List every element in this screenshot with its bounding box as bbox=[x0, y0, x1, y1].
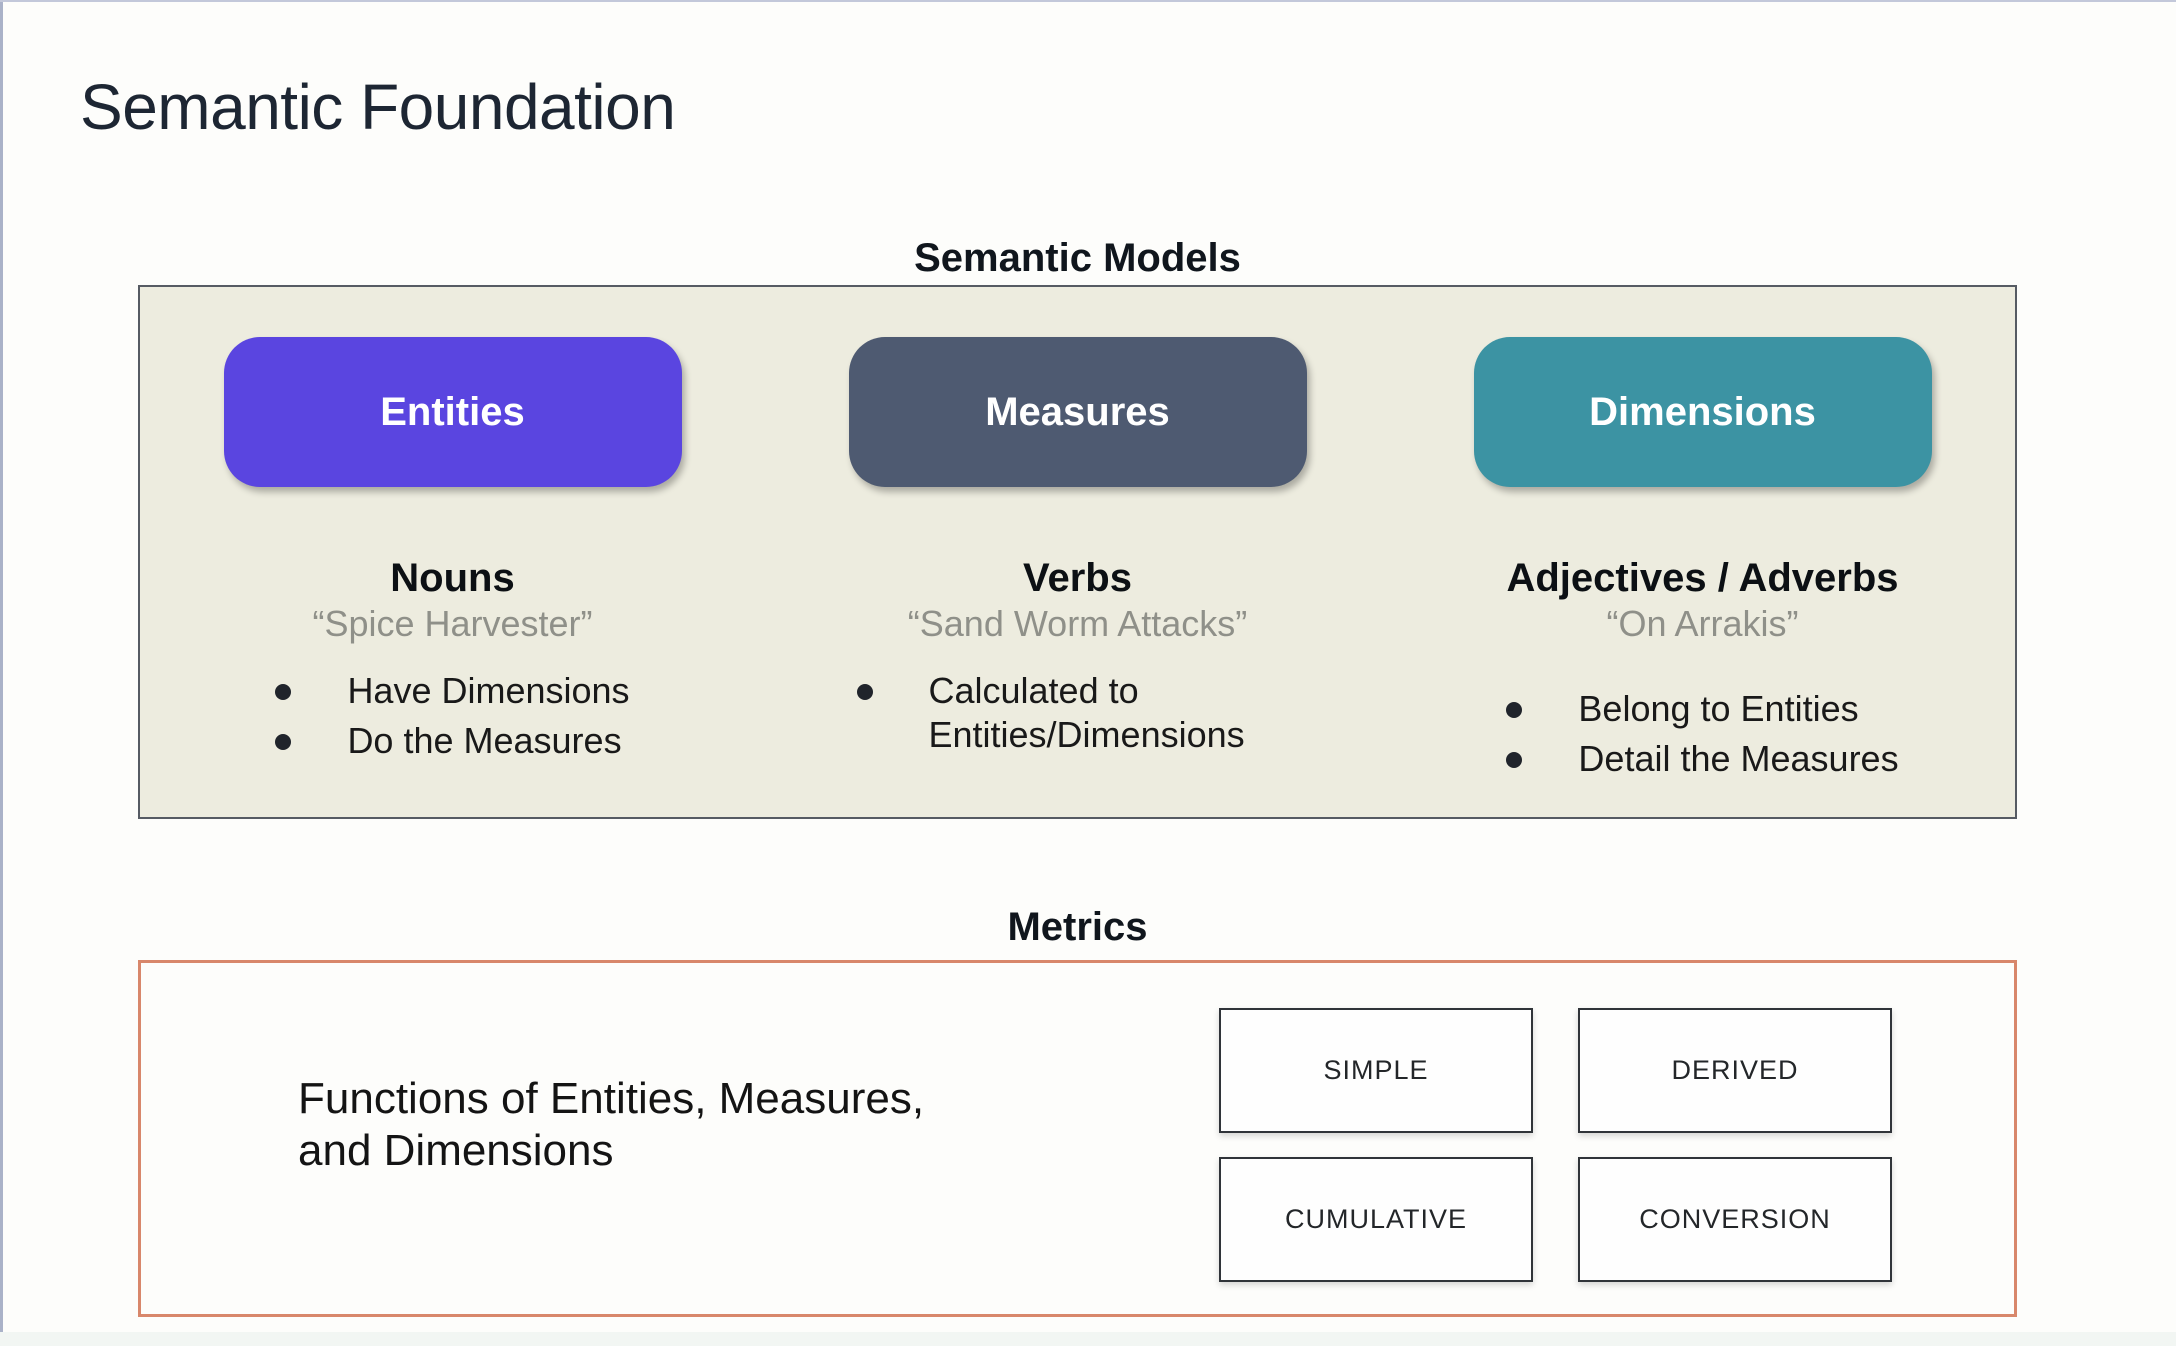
entities-quote: “Spice Harvester” bbox=[312, 603, 593, 644]
dimensions-quote: “On Arrakis” bbox=[1606, 603, 1799, 644]
list-item: Do the Measures bbox=[275, 719, 629, 763]
metrics-heading: Metrics bbox=[1007, 905, 1148, 949]
dimensions-pill: Dimensions bbox=[1473, 337, 1932, 487]
metrics-description: Functions of Entities, Measures, and Dim… bbox=[298, 1074, 925, 1175]
window-left-border bbox=[0, 2, 3, 1346]
metrics-panel: Functions of Entities, Measures, and Dim… bbox=[138, 960, 2017, 1317]
metric-type-conversion: CONVERSION bbox=[1578, 1157, 1892, 1282]
bullet-icon bbox=[1506, 752, 1523, 768]
list-item: Detail the Measures bbox=[1506, 737, 1899, 781]
list-item: Belong to Entities bbox=[1506, 687, 1898, 731]
bullet-icon bbox=[275, 734, 292, 750]
list-item: Calculated to Entities/Dimensions bbox=[856, 669, 1299, 757]
page-title: Semantic Foundation bbox=[80, 71, 676, 143]
bullet-icon bbox=[856, 684, 873, 700]
entities-column: Entities Nouns “Spice Harvester” Have Di… bbox=[140, 287, 765, 817]
measures-bullet-list: Calculated to Entities/Dimensions bbox=[856, 669, 1299, 757]
entities-bullet-list: Have Dimensions Do the Measures bbox=[275, 669, 630, 763]
measures-subheading: Verbs bbox=[1023, 556, 1132, 600]
semantic-models-heading: Semantic Models bbox=[914, 236, 1241, 280]
bullet-icon bbox=[1506, 702, 1523, 718]
dimensions-column: Dimensions Adjectives / Adverbs “On Arra… bbox=[1390, 287, 2015, 817]
metric-type-simple: SIMPLE bbox=[1219, 1008, 1533, 1133]
dimensions-bullet-list: Belong to Entities Detail the Measures bbox=[1506, 687, 1899, 781]
metric-type-cumulative: CUMULATIVE bbox=[1219, 1157, 1533, 1282]
metric-types-grid: SIMPLE DERIVED CUMULATIVE CONVERSION bbox=[1219, 1008, 1892, 1282]
measures-column: Measures Verbs “Sand Worm Attacks” Calcu… bbox=[765, 287, 1390, 817]
measures-quote: “Sand Worm Attacks” bbox=[907, 603, 1248, 644]
bullet-icon bbox=[275, 684, 292, 700]
entities-subheading: Nouns bbox=[390, 556, 515, 600]
list-item: Have Dimensions bbox=[275, 669, 630, 713]
entities-pill: Entities bbox=[223, 337, 682, 487]
bottom-strip bbox=[0, 1332, 2176, 1346]
metric-type-derived: DERIVED bbox=[1578, 1008, 1892, 1133]
semantic-models-panel: Entities Nouns “Spice Harvester” Have Di… bbox=[138, 285, 2017, 819]
measures-pill: Measures bbox=[848, 337, 1307, 487]
dimensions-subheading: Adjectives / Adverbs bbox=[1506, 556, 1899, 600]
